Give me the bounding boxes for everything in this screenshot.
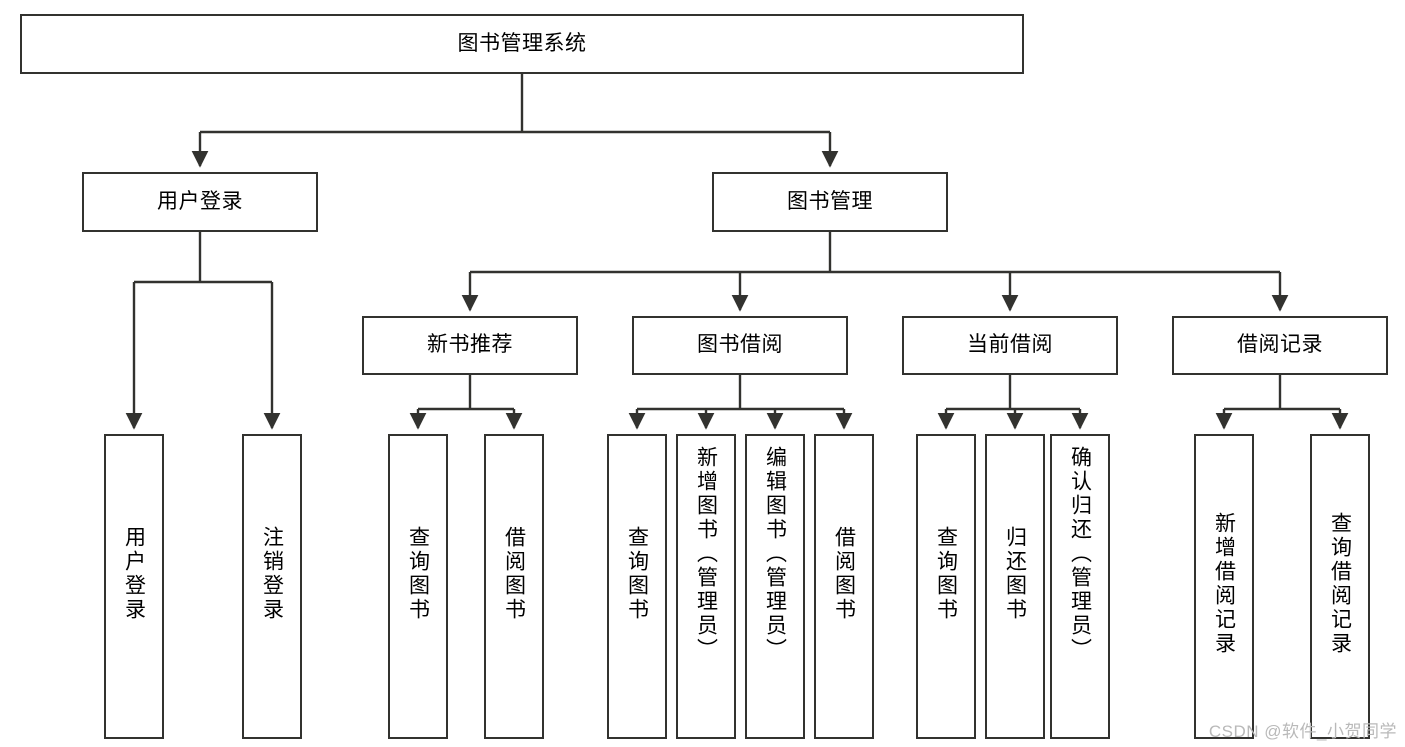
node-current-borrow[interactable]: 当前借阅 xyxy=(902,316,1118,375)
node-label: 当前借阅 xyxy=(967,333,1053,357)
node-label: 用户登录 xyxy=(122,526,146,622)
node-leaf-edit-book-admin[interactable]: 编辑图书（管理员） xyxy=(745,434,805,739)
node-label: 用户登录 xyxy=(157,189,243,213)
node-book-management[interactable]: 图书管理 xyxy=(712,172,948,232)
node-label: 新增借阅记录 xyxy=(1212,512,1236,656)
node-label: 新书推荐 xyxy=(427,333,513,357)
node-label: 新增图书（管理员） xyxy=(694,446,718,662)
node-label: 编辑图书（管理员） xyxy=(763,446,787,662)
watermark-text: CSDN @软件_小贺同学 xyxy=(1208,722,1397,741)
node-label: 归还图书 xyxy=(1003,526,1027,622)
node-label: 借阅记录 xyxy=(1237,333,1323,357)
node-label: 注销登录 xyxy=(260,526,284,622)
node-leaf-logout[interactable]: 注销登录 xyxy=(242,434,302,739)
node-leaf-return-book[interactable]: 归还图书 xyxy=(985,434,1045,739)
node-leaf-add-book-admin[interactable]: 新增图书（管理员） xyxy=(676,434,736,739)
node-label: 图书管理 xyxy=(787,189,873,213)
node-leaf-user-login[interactable]: 用户登录 xyxy=(104,434,164,739)
node-label: 图书管理系统 xyxy=(457,31,587,55)
node-label: 确认归还（管理员） xyxy=(1068,446,1092,662)
node-user-login[interactable]: 用户登录 xyxy=(82,172,318,232)
node-leaf-query-borrow-record[interactable]: 查询借阅记录 xyxy=(1310,434,1370,739)
node-new-book-recommend[interactable]: 新书推荐 xyxy=(362,316,578,375)
node-root-system[interactable]: 图书管理系统 xyxy=(20,14,1024,74)
node-label: 借阅图书 xyxy=(832,526,856,622)
node-leaf-confirm-return-admin[interactable]: 确认归还（管理员） xyxy=(1050,434,1110,739)
node-leaf-borrow-book-recommend[interactable]: 借阅图书 xyxy=(484,434,544,739)
node-leaf-query-book-borrow[interactable]: 查询图书 xyxy=(607,434,667,739)
node-label: 图书借阅 xyxy=(697,333,783,357)
node-label: 查询借阅记录 xyxy=(1328,512,1352,656)
node-label: 查询图书 xyxy=(406,526,430,622)
node-label: 查询图书 xyxy=(625,526,649,622)
node-leaf-add-borrow-record[interactable]: 新增借阅记录 xyxy=(1194,434,1254,739)
node-leaf-borrow-book[interactable]: 借阅图书 xyxy=(814,434,874,739)
node-borrow-records[interactable]: 借阅记录 xyxy=(1172,316,1388,375)
node-leaf-query-book-recommend[interactable]: 查询图书 xyxy=(388,434,448,739)
node-leaf-query-book-current[interactable]: 查询图书 xyxy=(916,434,976,739)
node-label: 借阅图书 xyxy=(502,526,526,622)
node-label: 查询图书 xyxy=(934,526,958,622)
node-book-borrow[interactable]: 图书借阅 xyxy=(632,316,848,375)
